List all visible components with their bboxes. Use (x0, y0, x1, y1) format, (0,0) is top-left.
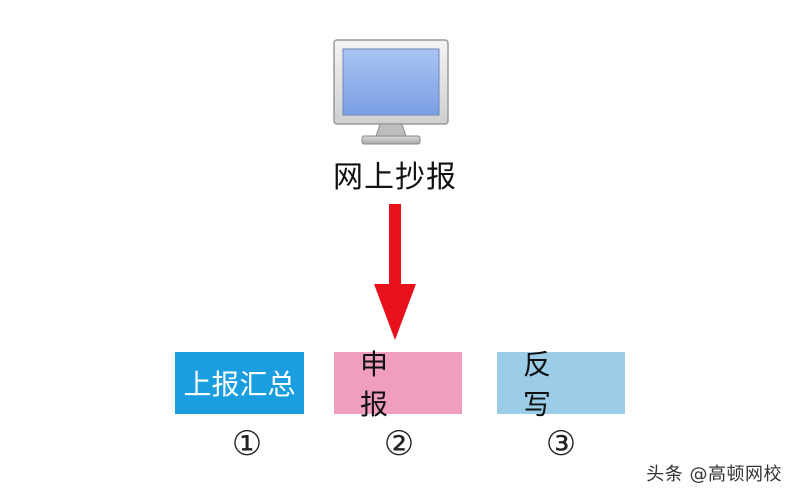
step-number-2: ② (383, 424, 415, 464)
step-write-back-button[interactable]: 反写 (497, 348, 625, 421)
desktop-icon-label: 网上抄报 (333, 160, 457, 195)
step-number-1: ① (231, 424, 263, 464)
step-declare-button[interactable]: 申报 (334, 348, 462, 421)
watermark: 头条 @高顿网校 (646, 464, 782, 485)
online-report-desktop-icon[interactable] (326, 36, 456, 154)
step-summary-report-button[interactable]: 上报汇总 (175, 352, 304, 414)
arrow-down-icon (374, 204, 416, 340)
step-number-3: ③ (545, 424, 577, 464)
monitor-icon (333, 39, 449, 145)
